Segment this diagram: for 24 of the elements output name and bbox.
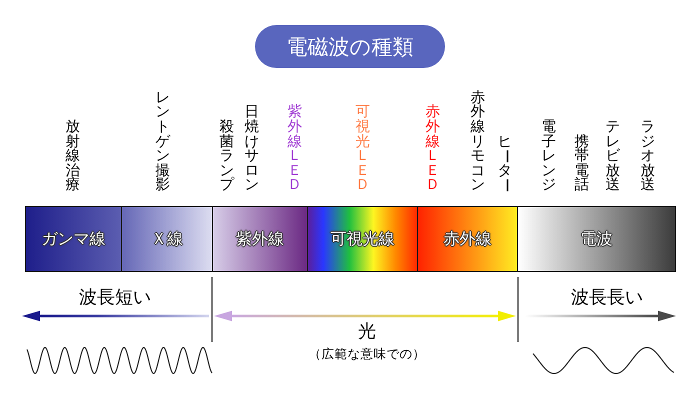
- use-label: 日焼けサロン: [244, 105, 260, 193]
- note-text: （広範な意味での）: [308, 347, 426, 361]
- use-label: レントゲン撮影: [156, 90, 170, 193]
- spectrum-segment: 可視光線: [307, 206, 418, 272]
- use-label: 殺菌ランプ: [220, 120, 234, 193]
- direction-label: 波長短い: [79, 288, 151, 308]
- use-label: 赤外線ＬＥＤ: [426, 105, 440, 193]
- range-label: 光: [358, 322, 376, 342]
- use-label: 赤外線リモコン: [470, 90, 486, 193]
- use-label: 放射線治療: [66, 120, 80, 193]
- title-badge: 電磁波の種類: [255, 25, 445, 68]
- spectrum-segment: Ｘ線: [121, 206, 213, 272]
- use-label: 電子レンジ: [542, 120, 556, 193]
- use-label: 可視光ＬＥＤ: [356, 105, 370, 193]
- spectrum-segment: 紫外線: [212, 206, 308, 272]
- use-label: ヒーター: [498, 134, 512, 193]
- use-label: 紫外線ＬＥＤ: [288, 105, 302, 193]
- spectrum-segment: 電波: [517, 206, 676, 272]
- spectrum-segment: ガンマ線: [25, 206, 122, 272]
- spectrum-segment: 赤外線: [417, 206, 518, 272]
- use-label: 携帯電話: [574, 134, 590, 193]
- use-label: テレビ放送: [606, 120, 620, 193]
- direction-label: 波長長い: [571, 288, 643, 308]
- use-label: ラジオ放送: [640, 120, 656, 193]
